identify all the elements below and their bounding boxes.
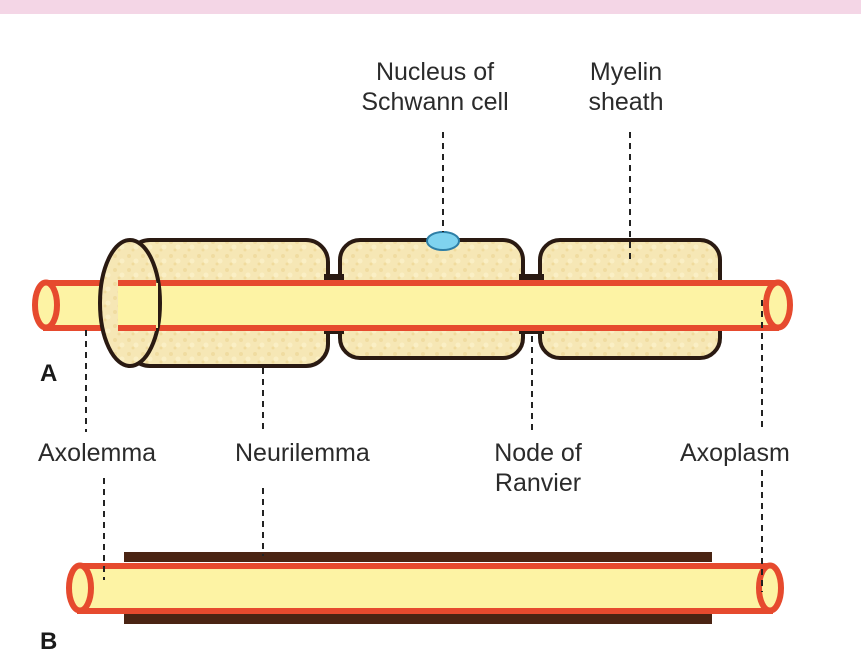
neurilemma-bottom (124, 614, 712, 624)
panel-b-fiber (66, 552, 784, 624)
myelin-label-line2: sheath (588, 88, 664, 116)
node-label-line2: Ranvier (494, 469, 582, 497)
nucleus-label-line1: Nucleus of (375, 58, 495, 86)
nucleus-label-line2: Schwann cell (361, 88, 509, 116)
neurilemma-top (124, 552, 712, 562)
schwann-nucleus (426, 231, 460, 251)
axon-end-left-b (66, 562, 94, 614)
leader-lines-a (85, 132, 763, 432)
node-of-ranvier-label: Node of Ranvier (468, 438, 608, 498)
axon-tube-b (77, 563, 773, 614)
neurilemma-label: Neurilemma (235, 439, 370, 467)
header-strip (0, 0, 861, 14)
axoplasm-label: Axoplasm (680, 439, 790, 467)
node-label-line1: Node of (494, 439, 582, 467)
myelin-label-line1: Myelin (589, 58, 663, 86)
panel-b-letter: B (40, 628, 58, 655)
axon-end-right-b (756, 562, 784, 614)
axolemma-label: Axolemma (38, 439, 157, 467)
myelin-label: Myelin sheath (566, 57, 686, 117)
axon-end-right-a (763, 279, 793, 331)
panel-a-fiber (32, 231, 793, 368)
panel-a-letter: A (40, 360, 58, 387)
leader-lines-b (103, 470, 763, 592)
axon-cross-section (118, 283, 158, 328)
axon-end-left-a (32, 279, 60, 331)
nucleus-label: Nucleus of Schwann cell (330, 57, 540, 117)
